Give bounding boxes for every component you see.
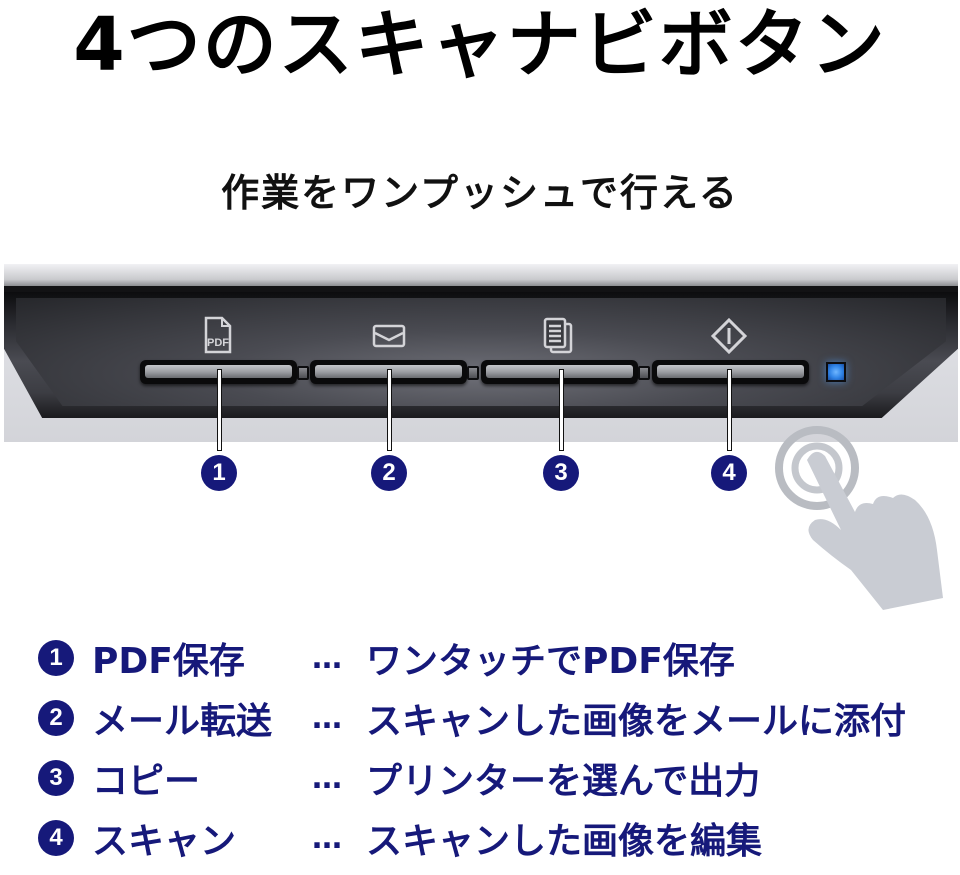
- page-title: 4つのスキャナビボタン: [73, 2, 887, 88]
- legend-row: 4 スキャン … スキャンした画像を編集: [38, 808, 938, 868]
- pdf-file-icon: PDF: [198, 314, 238, 358]
- button-divider: [467, 366, 479, 380]
- feature-legend: 1 PDF保存 … ワンタッチでPDF保存 2 メール転送 … スキャンした画像…: [38, 628, 938, 868]
- number-badge-3: 3: [543, 455, 579, 491]
- svg-text:PDF: PDF: [207, 337, 229, 349]
- panel-top-rim: [4, 264, 958, 286]
- button-divider: [638, 366, 650, 380]
- leader-line: [388, 370, 391, 450]
- separator: …: [312, 700, 342, 736]
- feature-description: スキャンした画像をメールに添付: [366, 701, 907, 742]
- button-divider: [297, 366, 309, 380]
- feature-description: プリンターを選んで出力: [366, 761, 761, 802]
- panel-edge: [4, 286, 958, 294]
- control-bezel: [4, 292, 958, 418]
- separator: …: [312, 640, 342, 676]
- feature-name: メール転送: [92, 701, 273, 742]
- feature-name: コピー: [92, 761, 201, 802]
- legend-row: 1 PDF保存 … ワンタッチでPDF保存: [38, 628, 938, 688]
- feature-name: スキャン: [92, 821, 237, 862]
- legend-row: 3 コピー … プリンターを選んで出力: [38, 748, 938, 808]
- number-badge-1: 1: [201, 455, 237, 491]
- feature-description: スキャンした画像を編集: [366, 821, 763, 862]
- tap-hand-icon: [765, 420, 955, 610]
- legend-row: 2 メール転送 … スキャンした画像をメールに添付: [38, 688, 938, 748]
- leader-line: [560, 370, 563, 450]
- feature-description: ワンタッチでPDF保存: [366, 641, 735, 682]
- envelope-icon: [369, 314, 409, 358]
- feature-name: PDF保存: [92, 641, 245, 682]
- scan-diamond-icon: [709, 314, 749, 358]
- number-badge: 4: [38, 820, 74, 856]
- leader-line: [728, 370, 731, 450]
- number-badge-4: 4: [711, 455, 747, 491]
- status-led: [826, 362, 846, 382]
- separator: …: [312, 760, 342, 796]
- number-badge: 2: [38, 700, 74, 736]
- scanner-panel: [4, 264, 958, 442]
- number-badge-2: 2: [371, 455, 407, 491]
- leader-line: [218, 370, 221, 450]
- page-subtitle: 作業をワンプッシュで行える: [221, 171, 739, 215]
- separator: …: [312, 820, 342, 856]
- copy-button[interactable]: [481, 360, 638, 384]
- copy-documents-icon: [538, 314, 578, 358]
- number-badge: 3: [38, 760, 74, 796]
- number-badge: 1: [38, 640, 74, 676]
